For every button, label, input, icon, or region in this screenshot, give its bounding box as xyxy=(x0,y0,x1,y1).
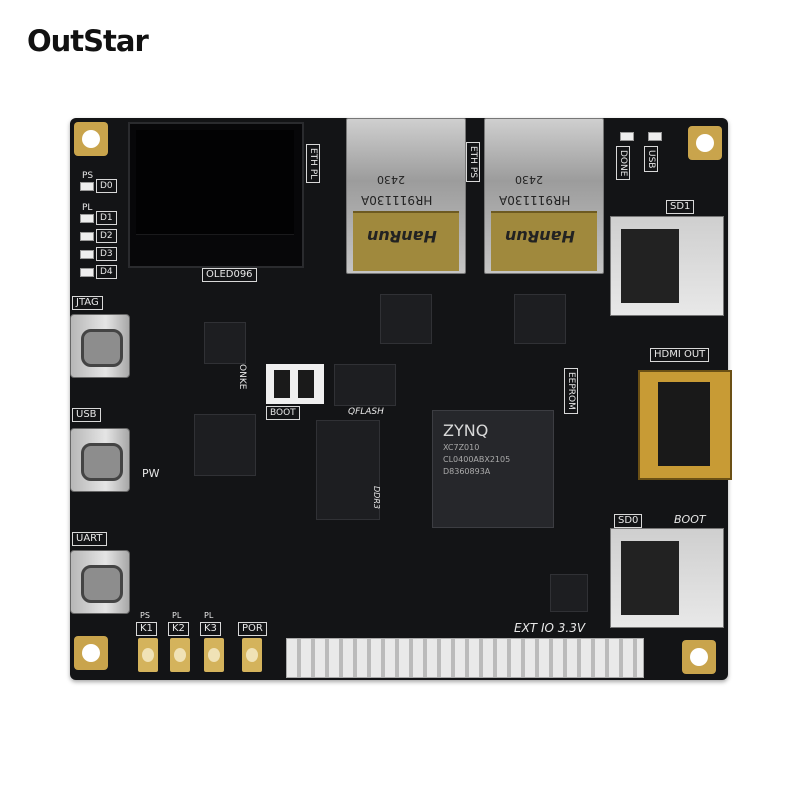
k3-label: K3 xyxy=(200,622,221,636)
sd0-slot[interactable] xyxy=(610,528,724,628)
sd0-label: SD0 xyxy=(614,514,643,528)
onke-label: ONKE xyxy=(237,364,247,390)
done-label: DONE xyxy=(616,146,630,181)
ddr3-chip xyxy=(316,420,380,520)
small-chip xyxy=(550,574,588,612)
ext-io-label: EXT IO 3.3V xyxy=(514,621,586,635)
rj45-date: 2430 xyxy=(515,173,543,186)
uart-usb-port[interactable] xyxy=(70,550,130,614)
rj45-brand: HanRun xyxy=(367,227,437,246)
d0-label: D0 xyxy=(96,179,117,193)
ftdi-chip xyxy=(194,414,256,476)
boot-dip-switch[interactable] xyxy=(266,364,324,404)
por-button[interactable] xyxy=(242,638,262,672)
mounting-hole xyxy=(688,126,722,160)
hdmi-port[interactable] xyxy=(638,370,732,480)
boot-switch-label: BOOT xyxy=(266,406,300,420)
oled-label: OLED096 xyxy=(202,268,257,282)
jtag-label: JTAG xyxy=(72,296,103,310)
led-d4 xyxy=(80,268,94,277)
ddr3-label: DDR3 xyxy=(372,486,381,509)
brand-logo: OutStar xyxy=(27,24,149,58)
ps-label: PS xyxy=(82,171,94,181)
ethernet-jack-pl[interactable]: 2430 HR911130A HanRun xyxy=(346,118,466,274)
usb-port[interactable] xyxy=(70,428,130,492)
sd1-slot[interactable] xyxy=(610,216,724,316)
led-d0 xyxy=(80,182,94,191)
k2-top-label: PL xyxy=(172,611,182,620)
boot-label: BOOT xyxy=(674,513,706,526)
eeprom-label: EEPROM xyxy=(564,368,578,414)
led-d1 xyxy=(80,214,94,223)
usb-top-label: USB xyxy=(644,146,658,173)
d1-label: D1 xyxy=(96,211,117,225)
k2-button[interactable] xyxy=(170,638,190,672)
rj45-model: HR911130A xyxy=(499,193,571,207)
led-done xyxy=(620,132,634,141)
usb-label: USB xyxy=(72,408,101,422)
hdmi-out-label: HDMI OUT xyxy=(650,348,710,362)
k3-button[interactable] xyxy=(204,638,224,672)
k3-top-label: PL xyxy=(204,611,214,620)
qflash-chip xyxy=(334,364,396,406)
d3-label: D3 xyxy=(96,247,117,261)
por-label: POR xyxy=(238,622,267,636)
zynq-package-code: CL0400ABX2105 xyxy=(443,455,511,464)
eth-ps-label: ETH PS xyxy=(466,142,480,182)
zynq-lot-code: D8360893A xyxy=(443,467,491,476)
eth-phy-chip xyxy=(380,294,432,344)
led-d3 xyxy=(80,250,94,259)
rj45-model: HR911130A xyxy=(361,193,433,207)
usb-controller-chip xyxy=(204,322,246,364)
fpga-board: OLED096 PS D0 PL D1 D2 D3 D4 ETH PL 2430… xyxy=(70,118,732,680)
jtag-usb-port[interactable] xyxy=(70,314,130,378)
k1-label: K1 xyxy=(136,622,157,636)
rj45-date: 2430 xyxy=(377,173,405,186)
mounting-hole xyxy=(74,636,108,670)
k1-top-label: PS xyxy=(140,611,150,620)
qflash-label: QFLASH xyxy=(348,407,384,417)
sd1-label: SD1 xyxy=(666,200,695,214)
mounting-hole xyxy=(682,640,716,674)
zynq-title: ZYNQ xyxy=(443,421,489,440)
zynq-part-number: XC7Z010 xyxy=(443,443,480,452)
ext-io-header[interactable] xyxy=(286,638,644,678)
k2-label: K2 xyxy=(168,622,189,636)
pw-label: PW xyxy=(142,467,160,480)
d4-label: D4 xyxy=(96,265,117,279)
rj45-brand: HanRun xyxy=(505,227,575,246)
eth-phy-chip xyxy=(514,294,566,344)
uart-label: UART xyxy=(72,532,107,546)
k1-button[interactable] xyxy=(138,638,158,672)
mounting-hole xyxy=(74,122,108,156)
pl-label: PL xyxy=(82,203,93,213)
oled-display xyxy=(128,122,304,268)
led-d2 xyxy=(80,232,94,241)
led-usb xyxy=(648,132,662,141)
zynq-soc-chip: ZYNQ XC7Z010 CL0400ABX2105 D8360893A xyxy=(432,410,554,528)
eth-pl-label: ETH PL xyxy=(306,144,320,184)
ethernet-jack-ps[interactable]: 2430 HR911130A HanRun xyxy=(484,118,604,274)
d2-label: D2 xyxy=(96,229,117,243)
